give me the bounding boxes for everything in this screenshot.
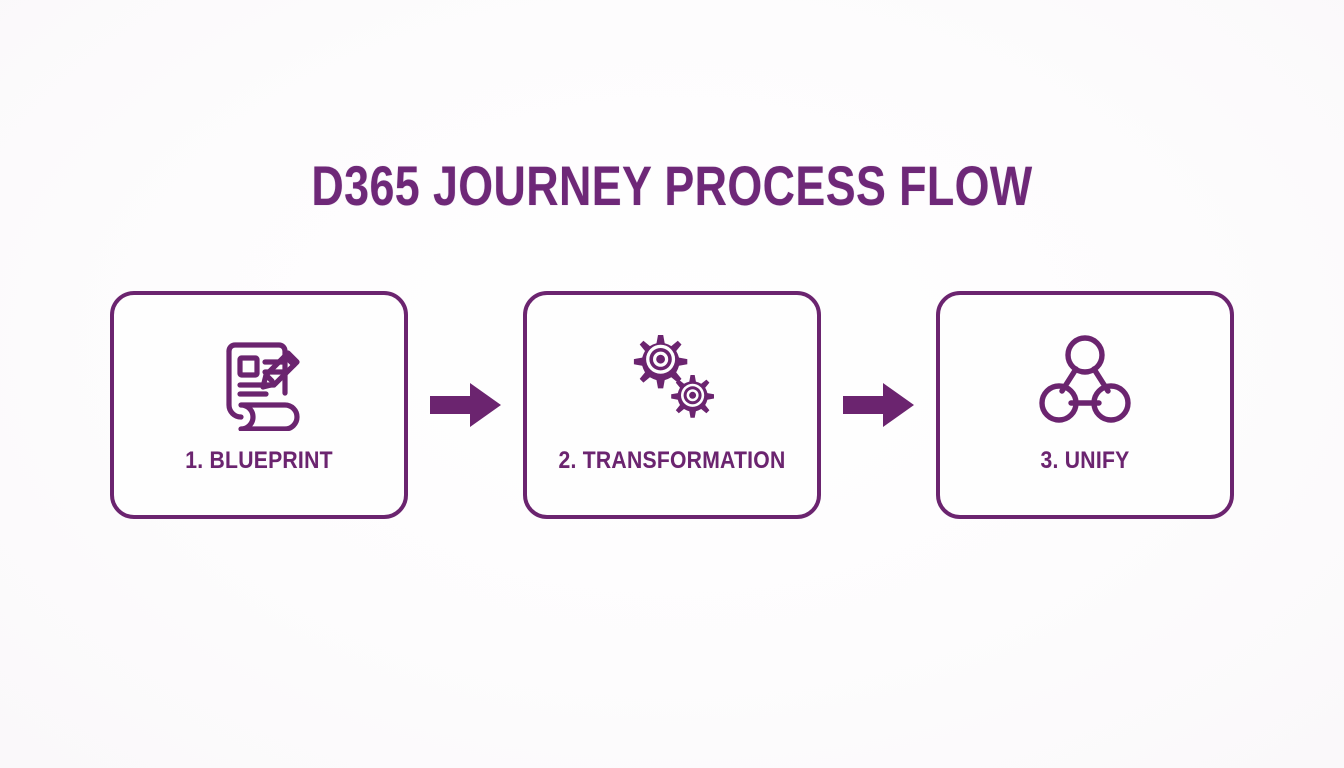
gears-icon	[527, 329, 817, 433]
network-nodes-icon	[940, 329, 1230, 433]
arrow-right-icon-1	[428, 379, 504, 431]
step-label-transformation: 2. TRANSFORMATION	[558, 447, 786, 474]
arrow-right-icon-2	[841, 379, 917, 431]
step-card-unify[interactable]: 3. UNIFY	[936, 291, 1234, 519]
blueprint-document-pencil-icon	[114, 329, 404, 433]
page-title: D365 JOURNEY PROCESS FLOW	[311, 154, 1033, 217]
step-card-transformation[interactable]: 2. TRANSFORMATION	[523, 291, 821, 519]
step-card-blueprint[interactable]: 1. BLUEPRINT	[110, 291, 408, 519]
step-label-blueprint: 1. BLUEPRINT	[185, 447, 333, 474]
process-flow-row: 1. BLUEPRINT	[110, 290, 1234, 520]
step-label-unify: 3. UNIFY	[1040, 447, 1130, 474]
